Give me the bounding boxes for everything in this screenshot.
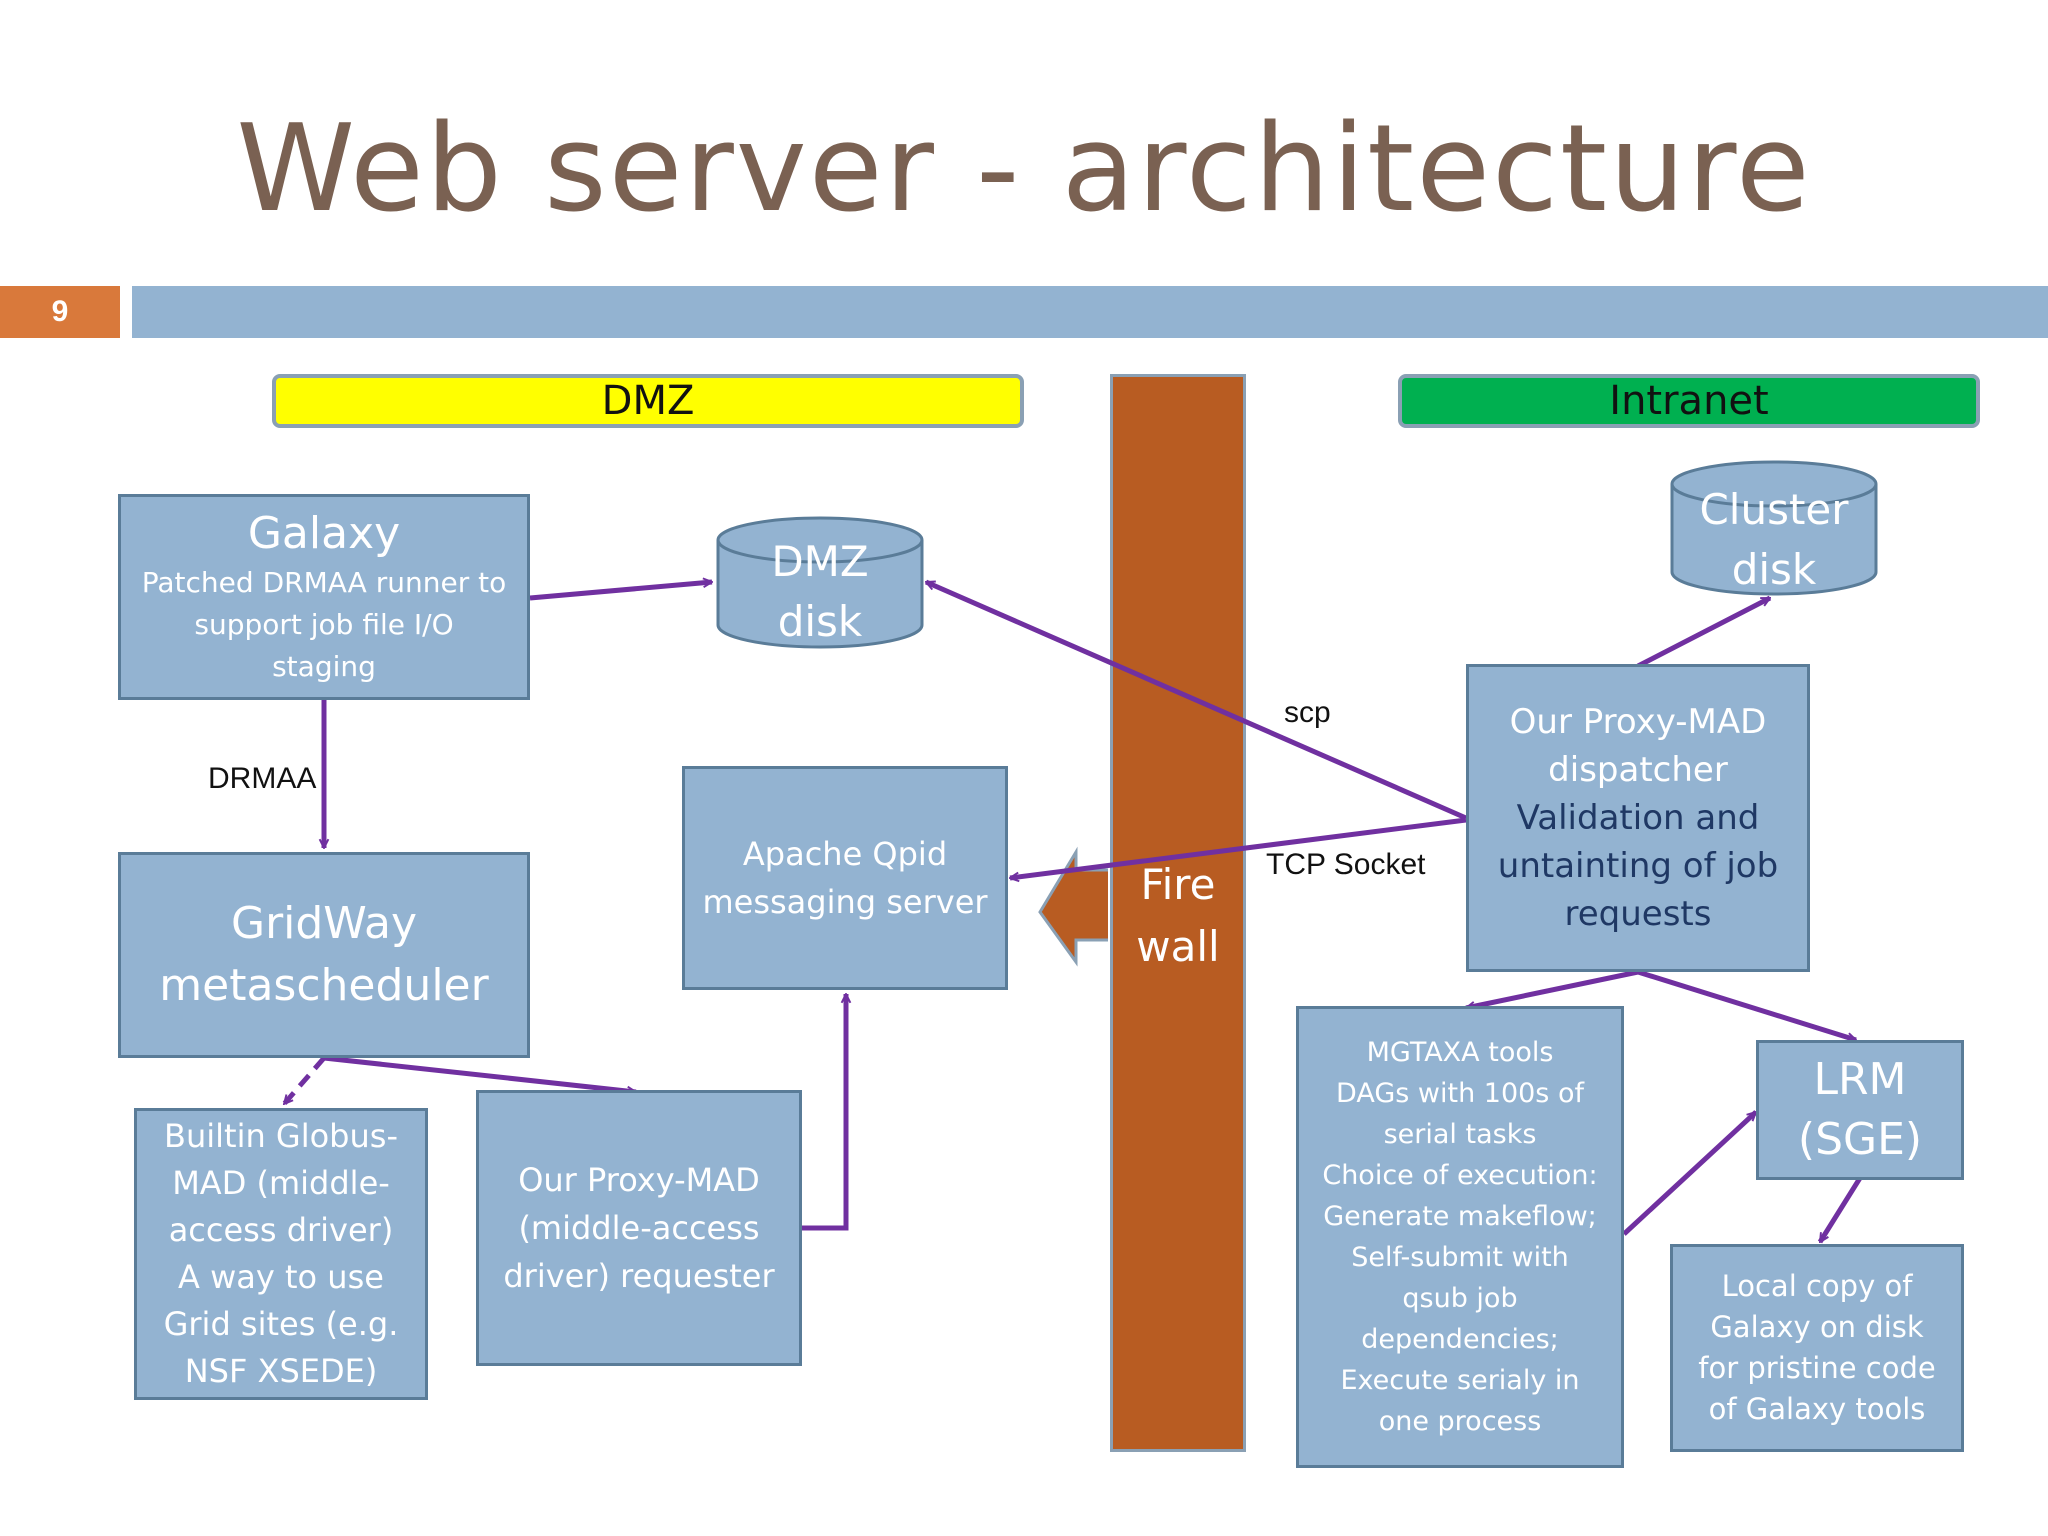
arrow-gridway-to-globus — [282, 1056, 326, 1106]
dispatcher-box: Our Proxy-MAD dispatcher Validation and … — [1466, 664, 1810, 972]
cluster-disk-cylinder — [1670, 460, 1878, 596]
header-bar — [132, 286, 2048, 338]
local-galaxy-copy-box: Local copy of Galaxy on disk for pristin… — [1670, 1244, 1964, 1452]
drmaa-label: DRMAA — [208, 762, 317, 795]
globus-mad-box: Builtin Globus- MAD (middle- access driv… — [134, 1108, 428, 1400]
tcp-socket-label: TCP Socket — [1266, 848, 1426, 881]
cluster-disk-label: Cluster disk — [1699, 485, 1849, 594]
dmz-disk-label: DMZ disk — [771, 537, 869, 646]
firewall-arrow — [1038, 846, 1108, 967]
firewall-column — [1110, 374, 1246, 1452]
slide-number: 9 — [0, 286, 120, 338]
slide-title: Web server - architecture — [236, 100, 1812, 239]
dmz-disk-cylinder — [716, 516, 924, 649]
galaxy-box: Galaxy Patched DRMAA runner to support j… — [118, 494, 530, 700]
dmz-banner: DMZ — [272, 374, 1024, 428]
gridway-box: GridWay metascheduler — [118, 852, 530, 1058]
proxy-mad-requester-box: Our Proxy-MAD (middle-access driver) req… — [476, 1090, 802, 1366]
firewall-label: Fire wall — [1136, 860, 1220, 971]
intranet-banner: Intranet — [1398, 374, 1980, 428]
arrow-mgtaxa-to-lrm — [1622, 1110, 1758, 1236]
arrow-galaxy-to-dmz-disk — [529, 582, 712, 601]
arrow-dispatcher-to-mgtaxa — [1466, 969, 1639, 1008]
arrow-dispatcher-to-cluster-disk — [1636, 595, 1770, 669]
arrow-gridway-to-requester — [323, 1055, 636, 1092]
qpid-box: Apache Qpid messaging server — [682, 766, 1008, 990]
arrow-dispatcher-to-lrm — [1637, 969, 1856, 1040]
arrow-tcp-socket — [1010, 817, 1467, 878]
lrm-box: LRM (SGE) — [1756, 1040, 1964, 1180]
galaxy-title: Galaxy — [247, 508, 401, 559]
arrow-lrm-to-local-copy — [1817, 1176, 1863, 1242]
mgtaxa-box: MGTAXA tools DAGs with 100s of serial ta… — [1296, 1006, 1624, 1468]
scp-label: scp — [1284, 696, 1331, 729]
arrow-requester-to-qpid — [802, 994, 846, 1231]
arrow-scp — [926, 579, 1468, 821]
